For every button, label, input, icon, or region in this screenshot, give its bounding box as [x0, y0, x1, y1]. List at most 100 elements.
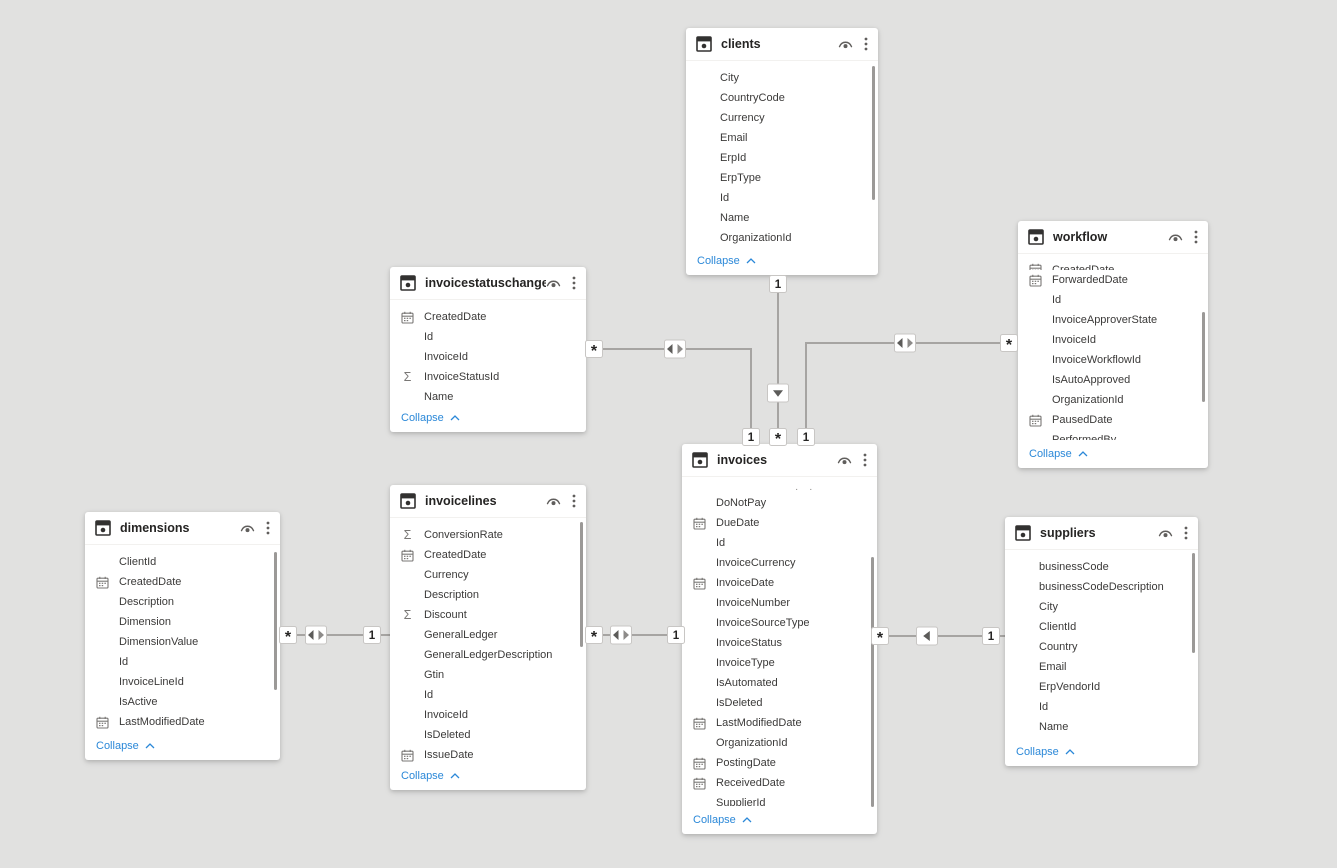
eye-icon[interactable]	[240, 522, 255, 535]
field-row[interactable]: ClientId	[85, 552, 280, 572]
field-row[interactable]: PostingDate	[682, 753, 877, 773]
eye-icon[interactable]	[1158, 527, 1173, 540]
collapse-link[interactable]: Collapse	[682, 806, 877, 834]
table-card-invoices[interactable]: invoices · ·	[682, 444, 877, 834]
field-row[interactable]: Name	[686, 208, 878, 228]
field-row[interactable]: InvoiceNumber	[682, 593, 877, 613]
field-row[interactable]: Currency	[390, 565, 586, 585]
field-row[interactable]: IsAutomated	[682, 673, 877, 693]
field-row[interactable]: ClientId	[1005, 617, 1198, 637]
field-row[interactable]: DoNotPay	[682, 493, 877, 513]
field-row[interactable]: OrganizationId	[682, 733, 877, 753]
field-row[interactable]: InvoiceStatus	[682, 633, 877, 653]
field-row[interactable]: Σ ConversionRate	[390, 525, 586, 545]
field-row[interactable]: CountryCode	[686, 88, 878, 108]
field-row[interactable]: Id	[1018, 290, 1208, 310]
collapse-link[interactable]: Collapse	[85, 732, 280, 760]
field-row[interactable]: Country	[1005, 637, 1198, 657]
field-row[interactable]: Email	[686, 128, 878, 148]
eye-icon[interactable]	[546, 495, 561, 508]
scrollbar-thumb[interactable]	[274, 552, 277, 690]
field-row[interactable]: Name	[390, 387, 586, 404]
field-row[interactable]: ErpType	[686, 168, 878, 188]
field-row[interactable]: Description	[85, 592, 280, 612]
field-row[interactable]: businessCodeDescription	[1005, 577, 1198, 597]
table-header[interactable]: dimensions	[85, 512, 280, 545]
relationship-line-workflow-invoices[interactable]	[805, 342, 1018, 444]
field-row[interactable]: City	[1005, 597, 1198, 617]
table-card-invoicestatuschanges[interactable]: invoicestatuschanges C	[390, 267, 586, 432]
field-row[interactable]: OrganizationId	[1018, 390, 1208, 410]
field-row[interactable]: InvoiceId	[390, 705, 586, 725]
field-row[interactable]: businessCode	[1005, 557, 1198, 577]
eye-icon[interactable]	[1168, 231, 1183, 244]
field-row[interactable]: CreatedDate	[1018, 261, 1208, 270]
field-row[interactable]: InvoiceCurrency	[682, 553, 877, 573]
scrollbar-thumb[interactable]	[871, 557, 874, 807]
field-row[interactable]: Email	[1005, 657, 1198, 677]
field-row[interactable]: InvoiceId	[1018, 330, 1208, 350]
field-row[interactable]: PerformedBy	[1018, 430, 1208, 440]
table-header[interactable]: invoices	[682, 444, 877, 477]
field-row[interactable]: LastModifiedDate	[85, 712, 280, 732]
field-row[interactable]: Σ Discount	[390, 605, 586, 625]
field-row[interactable]: SupplierId	[682, 793, 877, 806]
field-row[interactable]: ErpId	[686, 148, 878, 168]
field-row[interactable]: Id	[686, 188, 878, 208]
eye-icon[interactable]	[838, 38, 853, 51]
field-row[interactable]: Id	[390, 685, 586, 705]
field-row[interactable]: InvoiceApproverState	[1018, 310, 1208, 330]
field-row[interactable]: GeneralLedgerDescription	[390, 645, 586, 665]
more-options-icon[interactable]	[863, 453, 867, 467]
field-row[interactable]: IssueDate	[390, 745, 586, 762]
eye-icon[interactable]	[546, 277, 561, 290]
more-options-icon[interactable]	[572, 276, 576, 290]
field-row[interactable]: Description	[390, 585, 586, 605]
collapse-link[interactable]: Collapse	[686, 247, 878, 275]
collapse-link[interactable]: Collapse	[390, 404, 586, 432]
field-row[interactable]: LastModifiedDate	[682, 713, 877, 733]
more-options-icon[interactable]	[864, 37, 868, 51]
collapse-link[interactable]: Collapse	[1018, 440, 1208, 468]
field-row[interactable]: Id	[1005, 697, 1198, 717]
scrollbar-thumb[interactable]	[872, 66, 875, 200]
table-header[interactable]: invoicestatuschanges	[390, 267, 586, 300]
field-row[interactable]: CreatedDate	[85, 572, 280, 592]
field-row[interactable]: IsDeleted	[390, 725, 586, 745]
field-row[interactable]: InvoiceWorkflowId	[1018, 350, 1208, 370]
table-card-suppliers[interactable]: suppliers businessCode	[1005, 517, 1198, 766]
table-card-invoicelines[interactable]: invoicelines Σ Conversi	[390, 485, 586, 790]
field-row[interactable]: InvoiceSourceType	[682, 613, 877, 633]
collapse-link[interactable]: Collapse	[390, 762, 586, 790]
field-row[interactable]: ErpVendorId	[1005, 677, 1198, 697]
table-header[interactable]: suppliers	[1005, 517, 1198, 550]
field-row[interactable]: IsAutoApproved	[1018, 370, 1208, 390]
table-header[interactable]: workflow	[1018, 221, 1208, 254]
field-row[interactable]: Currency	[686, 108, 878, 128]
table-card-dimensions[interactable]: dimensions ClientId	[85, 512, 280, 760]
field-row[interactable]: Σ InvoiceStatusId	[390, 367, 586, 387]
field-row[interactable]: IsDeleted	[682, 693, 877, 713]
field-row[interactable]: City	[686, 68, 878, 88]
more-options-icon[interactable]	[266, 521, 270, 535]
field-row[interactable]: Dimension	[85, 612, 280, 632]
field-row[interactable]: Id	[85, 652, 280, 672]
field-row[interactable]: Gtin	[390, 665, 586, 685]
scrollbar-thumb[interactable]	[1192, 553, 1195, 653]
table-header[interactable]: clients	[686, 28, 878, 61]
field-row[interactable]: InvoiceId	[390, 347, 586, 367]
eye-icon[interactable]	[837, 454, 852, 467]
field-row[interactable]: IsActive	[85, 692, 280, 712]
more-options-icon[interactable]	[1184, 526, 1188, 540]
field-row[interactable]: GeneralLedger	[390, 625, 586, 645]
field-row[interactable]: CreatedDate	[390, 307, 586, 327]
field-row[interactable]: CreatedDate	[390, 545, 586, 565]
field-row[interactable]: PausedDate	[1018, 410, 1208, 430]
field-row[interactable]: DueDate	[682, 513, 877, 533]
field-row[interactable]: · ·	[682, 484, 877, 493]
field-row[interactable]: DimensionValue	[85, 632, 280, 652]
collapse-link[interactable]: Collapse	[1005, 738, 1198, 766]
scrollbar-thumb[interactable]	[580, 522, 583, 647]
scrollbar-thumb[interactable]	[1202, 312, 1205, 402]
more-options-icon[interactable]	[1194, 230, 1198, 244]
